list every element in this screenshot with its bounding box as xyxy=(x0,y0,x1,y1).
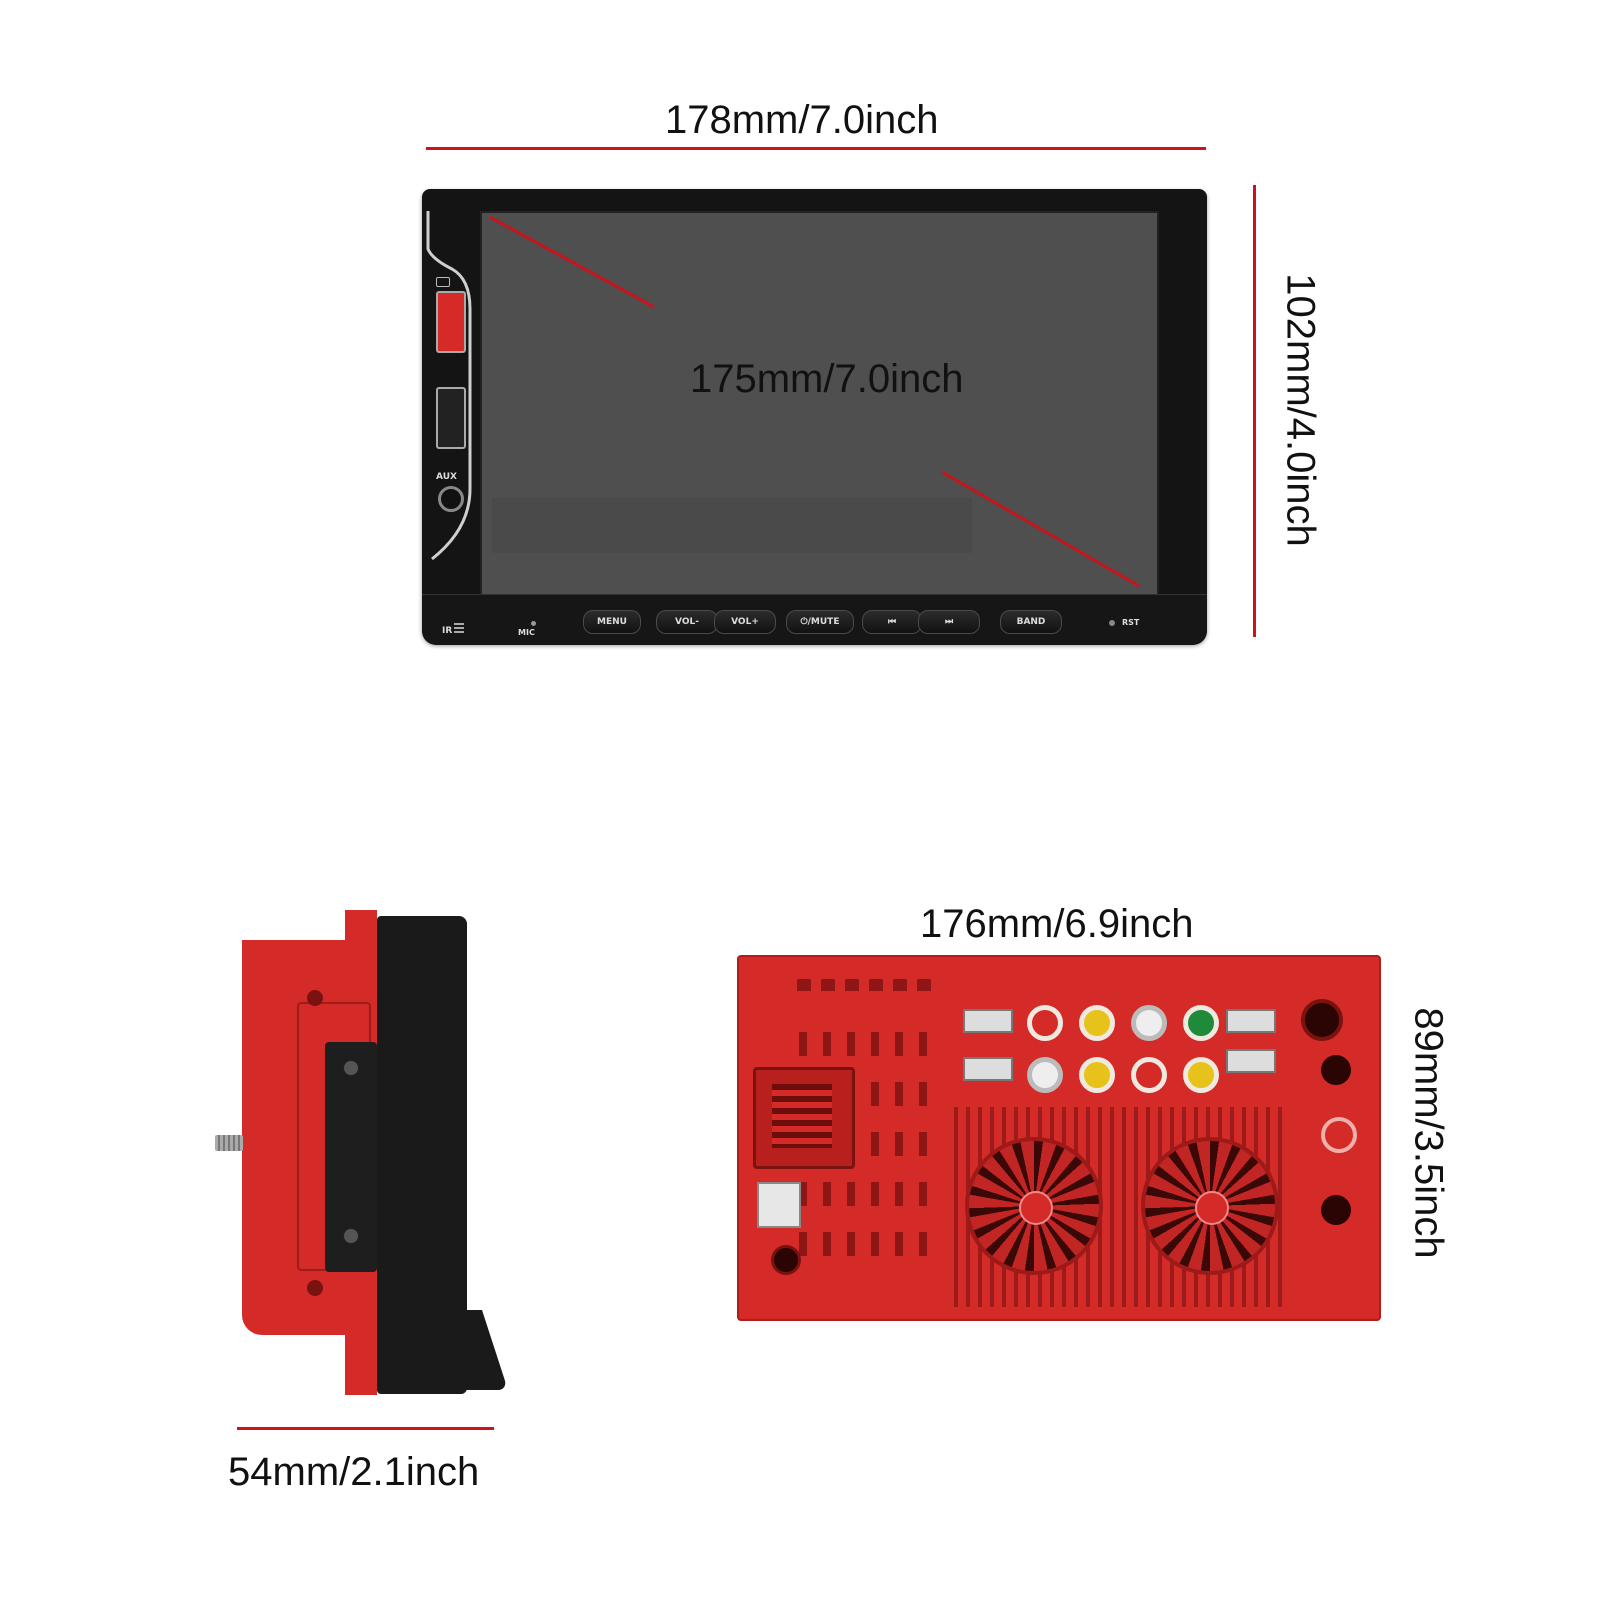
fan-hub-1 xyxy=(1019,1191,1053,1225)
wiring-harness-connector[interactable] xyxy=(753,1067,855,1169)
mount-hole-top xyxy=(307,990,323,1006)
rst-label: RST xyxy=(1122,618,1140,627)
rca-jack-8[interactable] xyxy=(1183,1057,1219,1093)
gps-port[interactable] xyxy=(1321,1055,1351,1085)
usb-port-rear-3[interactable] xyxy=(1226,1009,1276,1033)
wifi-port[interactable] xyxy=(1321,1117,1357,1153)
screen-diagonal-label: 175mm/7.0inch xyxy=(690,357,964,401)
usb-port-red[interactable] xyxy=(436,291,466,353)
ir-sensor-icon xyxy=(454,623,464,635)
rear-height-label: 89mm/3.5inch xyxy=(1406,1007,1451,1259)
rca-jack-2[interactable] xyxy=(1079,1005,1115,1041)
ir-label: IR xyxy=(442,626,453,636)
fan-hub-2 xyxy=(1195,1191,1229,1225)
rst-hole[interactable] xyxy=(1109,620,1115,626)
front-height-line xyxy=(1253,185,1256,637)
radio-antenna-jack[interactable] xyxy=(1301,999,1343,1041)
mount-hole-bottom xyxy=(307,1280,323,1296)
diagonal-lines xyxy=(489,215,1140,588)
screen-reflection xyxy=(492,498,972,553)
dab-port[interactable] xyxy=(1321,1195,1351,1225)
aux-jack[interactable] xyxy=(438,486,464,512)
usb-charge-icon xyxy=(436,277,450,287)
head-unit-front: 175mm/7.0inch AUX xyxy=(422,189,1207,645)
vol-minus-button[interactable]: VOL- xyxy=(656,610,718,634)
rear-view xyxy=(737,955,1381,1321)
rca-jack-1[interactable] xyxy=(1027,1005,1063,1041)
touch-screen[interactable] xyxy=(480,211,1159,597)
rca-jack-4[interactable] xyxy=(1183,1005,1219,1041)
mic-hole xyxy=(531,621,536,626)
side-view xyxy=(215,910,508,1395)
side-depth-label: 54mm/2.1inch xyxy=(228,1450,480,1494)
rear-top-vents xyxy=(797,979,932,991)
vol-plus-button[interactable]: VOL+ xyxy=(714,610,776,634)
usb-port-rear-4[interactable] xyxy=(1226,1049,1276,1073)
previous-button[interactable]: ⏮ xyxy=(862,610,922,634)
cooling-fan-1 xyxy=(965,1137,1103,1275)
antenna-connector xyxy=(215,1135,243,1151)
rear-width-label: 176mm/6.9inch xyxy=(920,902,1194,946)
front-height-label: 102mm/4.0inch xyxy=(1278,273,1323,547)
bracket-screw-bottom xyxy=(343,1228,359,1244)
band-button[interactable]: BAND xyxy=(1000,610,1062,634)
menu-button[interactable]: MENU xyxy=(583,610,641,634)
mic-label: MIC xyxy=(518,628,535,637)
left-panel-trim xyxy=(426,211,472,561)
rca-jack-5[interactable] xyxy=(1027,1057,1063,1093)
usb-port-rear-2[interactable] xyxy=(963,1057,1013,1081)
front-width-line xyxy=(426,147,1206,150)
bracket-screw-top xyxy=(343,1060,359,1076)
rca-jack-6[interactable] xyxy=(1079,1057,1115,1093)
rca-jack-7[interactable] xyxy=(1131,1057,1167,1093)
usb-port-rear-1[interactable] xyxy=(963,1009,1013,1033)
harness-pins xyxy=(772,1084,832,1148)
front-width-label: 178mm/7.0inch xyxy=(665,98,939,142)
mic-jack-rear[interactable] xyxy=(771,1245,801,1275)
power-mute-button[interactable]: ⏻/MUTE xyxy=(786,610,854,634)
side-depth-line xyxy=(237,1427,494,1430)
small-connector[interactable] xyxy=(757,1182,801,1228)
rca-jack-3[interactable] xyxy=(1131,1005,1167,1041)
cooling-fan-2 xyxy=(1141,1137,1279,1275)
usb-port-black[interactable] xyxy=(436,387,466,449)
next-button[interactable]: ⏭ xyxy=(918,610,980,634)
aux-label: AUX xyxy=(436,472,457,482)
